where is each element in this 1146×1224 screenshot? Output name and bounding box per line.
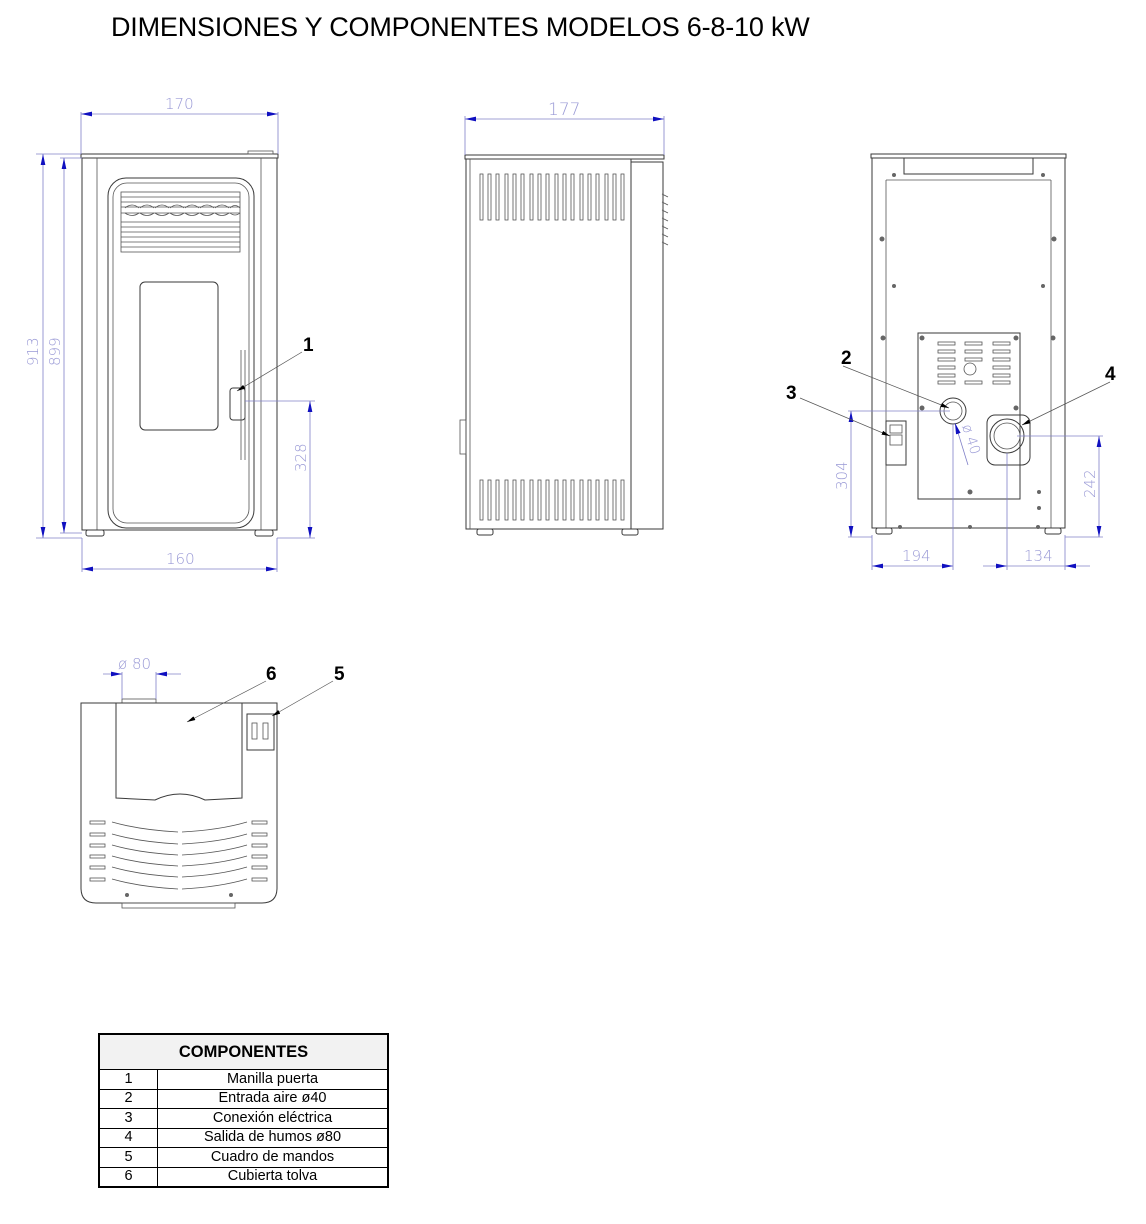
back-view: 304 242 194 134 ø 40 2 3 4 — [786, 153, 1116, 570]
front-view: 170 160 913 899 328 1 — [24, 95, 315, 572]
callout-2: 2 — [841, 348, 852, 369]
callout-6: 6 — [266, 664, 277, 685]
row-label: Cubierta tolva — [157, 1166, 388, 1187]
dim-bottom-width: 160 — [166, 550, 195, 568]
callout-3: 3 — [786, 383, 797, 404]
row-label: Manilla puerta — [157, 1069, 388, 1089]
top-vents — [89, 820, 268, 890]
row-num: 5 — [99, 1147, 158, 1167]
dim-fume-from-right: 134 — [1024, 547, 1053, 565]
dim-depth: 177 — [548, 100, 580, 120]
dim-fume-height: 242 — [1081, 469, 1099, 498]
page-title: DIMENSIONES Y COMPONENTES MODELOS 6-8-10… — [111, 12, 810, 42]
dim-height-total: 913 — [24, 337, 42, 366]
row-num: 6 — [99, 1166, 158, 1187]
dim-air-from-left: 194 — [902, 547, 931, 565]
dim-power-height: 304 — [833, 461, 851, 490]
row-label: Entrada aire ø40 — [157, 1088, 388, 1109]
side-vents-bottom — [479, 479, 625, 521]
dim-top-width: 170 — [165, 95, 194, 113]
callout-4: 4 — [1105, 364, 1116, 385]
row-num: 3 — [99, 1108, 158, 1128]
row-num: 4 — [99, 1127, 158, 1148]
row-num: 1 — [99, 1069, 158, 1089]
top-view: ø 80 6 5 — [80, 655, 345, 909]
side-vents-top — [479, 173, 625, 221]
components-table-header: COMPONENTES — [99, 1034, 388, 1070]
dim-air-diameter: ø 40 — [958, 422, 983, 456]
row-label: Conexión eléctrica — [157, 1108, 388, 1128]
row-label: Cuadro de mandos — [157, 1147, 388, 1167]
callout-1: 1 — [303, 335, 314, 356]
callout-5: 5 — [334, 664, 345, 685]
side-view: 177 — [459, 100, 669, 536]
row-num: 2 — [99, 1088, 158, 1109]
dim-handle-height: 328 — [292, 443, 310, 472]
dim-flue-diameter: ø 80 — [118, 655, 151, 673]
row-label: Salida de humos ø80 — [157, 1127, 388, 1148]
dim-height-body: 899 — [46, 337, 64, 366]
